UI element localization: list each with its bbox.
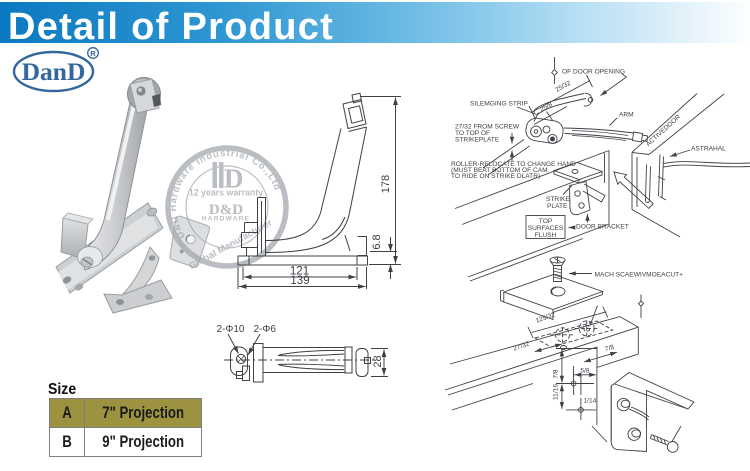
svg-text:D: D xyxy=(224,164,244,194)
svg-text:MACH SCAEWIVMOEACUT+: MACH SCAEWIVMOEACUT+ xyxy=(595,272,684,279)
svg-text:125/32: 125/32 xyxy=(535,311,557,324)
svg-text:7/8: 7/8 xyxy=(553,369,560,378)
svg-text:FLUSH: FLUSH xyxy=(535,232,557,239)
svg-text:28: 28 xyxy=(372,355,384,367)
svg-text:2-Φ6: 2-Φ6 xyxy=(254,324,277,335)
svg-text:(MUST BEAT BOTTOM OF CAM: (MUST BEAT BOTTOM OF CAM xyxy=(451,167,548,174)
svg-text:27/32: 27/32 xyxy=(513,340,531,352)
svg-text:6.8: 6.8 xyxy=(371,234,383,249)
svg-text:27/32 FROM SCREW: 27/32 FROM SCREW xyxy=(455,124,520,131)
svg-text:121: 121 xyxy=(290,266,309,278)
svg-text:STRIKE: STRIKE xyxy=(546,196,570,203)
svg-text:11/16: 11/16 xyxy=(553,384,560,400)
svg-text:TO RIDE ON STRIKE DLATR): TO RIDE ON STRIKE DLATR) xyxy=(451,173,540,180)
svg-text:5/8: 5/8 xyxy=(580,368,589,375)
svg-text:2-Φ10: 2-Φ10 xyxy=(217,324,245,335)
svg-text:7/8: 7/8 xyxy=(604,344,615,353)
svg-text:ROLLER-RELOCATE TO CHANGE HAND: ROLLER-RELOCATE TO CHANGE HAND xyxy=(451,161,576,168)
svg-text:R: R xyxy=(90,49,96,58)
svg-text:TO TOP OF: TO TOP OF xyxy=(455,130,490,137)
svg-text:TOP: TOP xyxy=(539,218,553,225)
svg-text:DanD: DanD xyxy=(22,57,86,86)
svg-text:SURFACES: SURFACES xyxy=(528,225,564,232)
svg-text:PLATE: PLATE xyxy=(547,203,568,210)
svg-text:178: 178 xyxy=(380,175,392,193)
svg-text:D&D: D&D xyxy=(209,202,243,218)
svg-text:OF DOOR OPENING: OF DOOR OPENING xyxy=(562,69,625,76)
svg-text:1/14: 1/14 xyxy=(584,398,597,405)
svg-text:139: 139 xyxy=(290,275,309,287)
svg-text:HARDWARE: HARDWARE xyxy=(202,216,250,223)
svg-text:SILEMGING STRIP: SILEMGING STRIP xyxy=(470,101,528,108)
svg-text:DOOR BRACKET: DOOR BRACKET xyxy=(576,224,629,231)
svg-text:12 years warranty: 12 years warranty xyxy=(189,188,263,198)
svg-text:ASTRAHAL: ASTRAHAL xyxy=(691,146,726,153)
svg-text:ARM: ARM xyxy=(619,112,634,119)
svg-text:STRIKEPLATE: STRIKEPLATE xyxy=(455,137,500,144)
